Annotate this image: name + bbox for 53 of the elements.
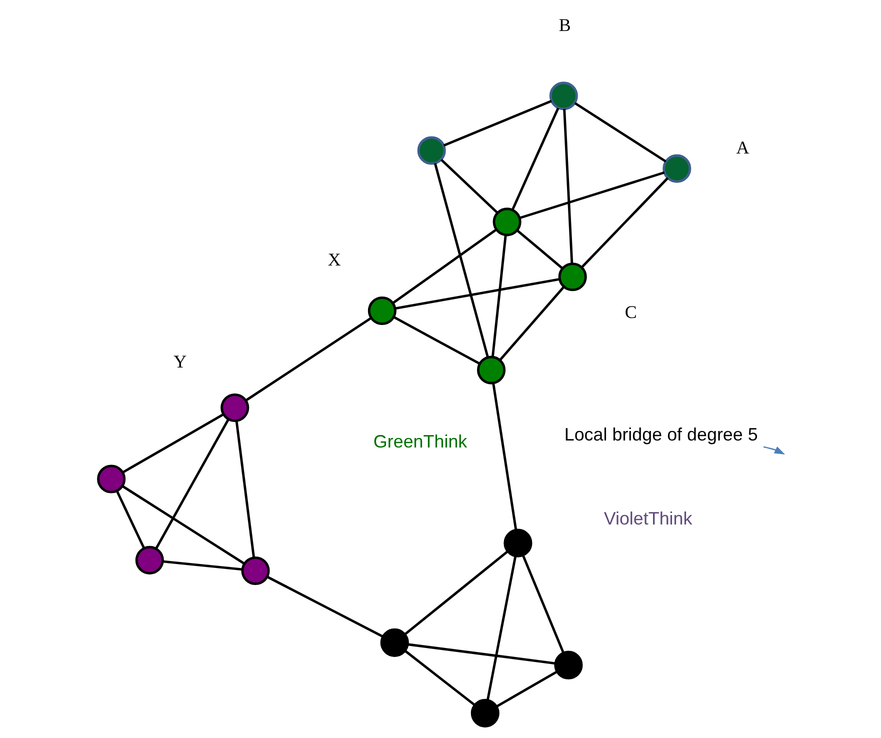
connector [122, 413, 224, 474]
connector [115, 490, 145, 549]
connector [121, 485, 244, 565]
node-circle [380, 628, 408, 657]
label: GreenThink [372, 432, 467, 452]
connector [562, 108, 573, 264]
connector [394, 278, 560, 310]
connector [574, 102, 666, 162]
node-circle [548, 82, 578, 110]
node-label: A [736, 138, 749, 158]
connector [442, 100, 552, 147]
connector [433, 163, 488, 358]
node-circle [367, 296, 396, 326]
connector [521, 554, 564, 654]
connector [234, 420, 255, 558]
connector [492, 382, 517, 530]
connector [404, 550, 508, 636]
node-circle [554, 650, 582, 680]
node-circle [470, 698, 499, 728]
connector [162, 560, 242, 571]
node-circle [416, 136, 446, 165]
connector [510, 108, 559, 210]
connector [490, 234, 506, 358]
connector [266, 576, 383, 638]
connector [154, 418, 229, 550]
connector [244, 317, 372, 402]
node-circle [492, 208, 521, 236]
node-circle [96, 464, 126, 494]
connector [486, 556, 516, 700]
connector [407, 643, 556, 665]
node-label: B [558, 15, 570, 36]
node-circle [558, 262, 586, 292]
label: VioletThink [603, 508, 692, 528]
node-circle [476, 356, 506, 384]
connector [392, 228, 496, 304]
arrow [762, 446, 785, 455]
connector [580, 177, 668, 268]
connector [498, 286, 564, 361]
connector [392, 316, 480, 365]
node-circle [240, 556, 270, 585]
connector [516, 230, 563, 270]
connector [496, 670, 558, 708]
connector [518, 171, 664, 220]
node-circle [134, 546, 164, 574]
node-label: Y [173, 351, 186, 372]
node-circle [503, 528, 532, 558]
connector [404, 650, 475, 706]
node-circle [220, 393, 249, 422]
node-circle [662, 154, 691, 183]
node-label: X [327, 250, 340, 270]
node-text: Local bridge of degree 5 [564, 424, 758, 444]
connector [440, 158, 498, 214]
node-label: C [624, 302, 636, 322]
